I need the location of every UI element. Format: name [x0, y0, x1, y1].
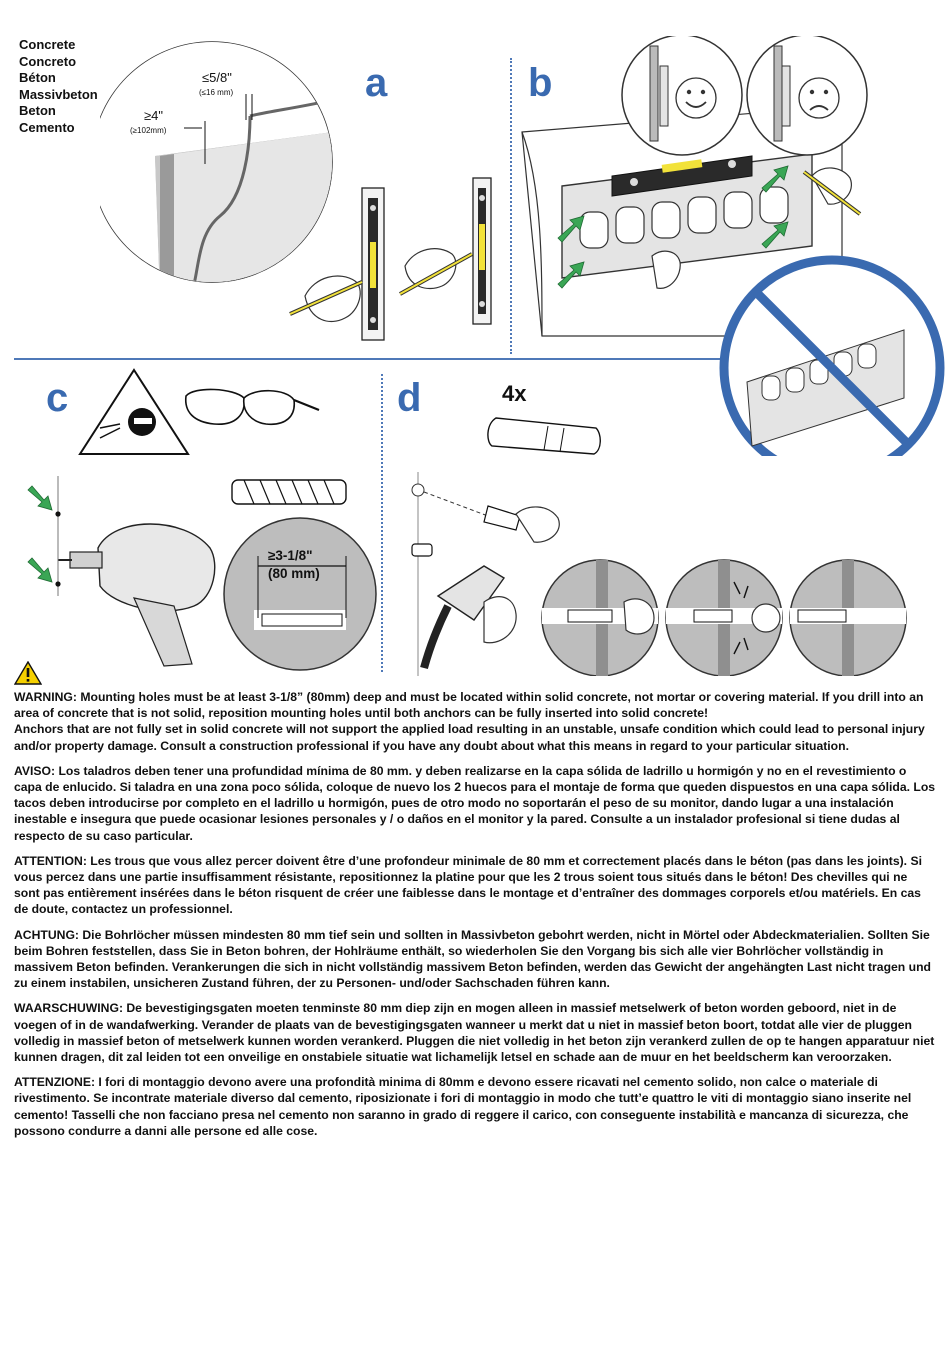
- hand-with-pencil-left: [289, 275, 363, 323]
- warnings-section: WARNING: Mounting holes must be at least…: [14, 689, 936, 1148]
- drill-depth-label: ≥3-1/8": [268, 548, 313, 563]
- caution-icon: [14, 661, 42, 685]
- anchor-insert-step-1: [541, 559, 659, 676]
- step-label-c: c: [46, 376, 69, 420]
- warning-italian: ATTENZIONE: I fori di montaggio devono a…: [14, 1075, 912, 1138]
- smiley-face-icon: [675, 77, 717, 119]
- material-item: Concrete: [19, 37, 76, 52]
- hand-holding-plate: [651, 250, 681, 289]
- min-thickness-metric-label: (≥102mm): [130, 126, 167, 135]
- green-arrow-icon: [557, 165, 789, 289]
- material-item: Massivbeton: [19, 86, 98, 102]
- level-tool-right: [472, 177, 492, 325]
- step-label-b: b: [528, 61, 553, 105]
- material-item: Beton: [19, 103, 56, 118]
- bubble-level: [611, 155, 753, 197]
- incorrect-alignment-detail: [746, 36, 868, 156]
- hand-with-pencil: [802, 167, 862, 216]
- power-drill-icon: [58, 523, 216, 667]
- drill-bit-icon: [231, 479, 347, 505]
- prohibited-sign-icon: [719, 255, 945, 456]
- min-thickness-label: ≥4": [144, 108, 163, 123]
- warning-spanish: AVISO: Los taladros deben tener una prof…: [14, 763, 936, 843]
- max-gap-label: ≤5/8": [202, 70, 232, 85]
- eye-protection-warning-icon: [78, 368, 190, 455]
- section-divider-horizontal: [14, 358, 720, 360]
- material-list: Concrete Concreto Béton Massivbeton Beto…: [19, 37, 98, 136]
- drill-depth-detail: [223, 517, 377, 671]
- correct-alignment-detail: [621, 36, 743, 156]
- hammer-icon: [420, 565, 517, 670]
- warning-dutch: WAARSCHUWING: De bevestigingsgaten moete…: [14, 1001, 935, 1065]
- step-label-d: d: [397, 376, 422, 420]
- max-gap-metric-label: (≤16 mm): [199, 88, 234, 97]
- warning-english: WARNING: Mounting holes must be at least…: [14, 690, 925, 753]
- anchor-insertion-illustration: [411, 417, 907, 676]
- drilling-illustration: [27, 368, 377, 671]
- drill-depth-metric-label: (80 mm): [268, 566, 320, 581]
- anchor-quantity-label: 4x: [502, 381, 527, 406]
- safety-goggles-icon: [185, 388, 320, 425]
- material-item: Béton: [19, 70, 56, 85]
- section-divider-vertical-top: [510, 58, 512, 354]
- level-tool-left: [361, 187, 385, 341]
- material-item: Concreto: [19, 53, 77, 69]
- wall-anchor-icon: [487, 417, 601, 455]
- frowny-face-icon: [798, 77, 840, 119]
- wall-thickness-illustration: [100, 41, 492, 341]
- green-arrow-icon: [27, 485, 53, 583]
- warning-french: ATTENTION: Les trous que vous allez perc…: [14, 853, 922, 917]
- step-label-a: a: [365, 61, 388, 105]
- wall-plate-level-illustration: [521, 36, 945, 456]
- warning-german: ACHTUNG: Die Bohrlöcher müssen mindesten…: [14, 927, 931, 991]
- anchor-insert-step-3: [789, 559, 907, 676]
- material-item: Cemento: [19, 119, 75, 135]
- anchor-insert-step-2: [665, 559, 783, 676]
- hand-with-pencil-right: [399, 248, 473, 296]
- section-divider-vertical-bottom: [381, 374, 383, 672]
- wall-plate: [561, 153, 813, 279]
